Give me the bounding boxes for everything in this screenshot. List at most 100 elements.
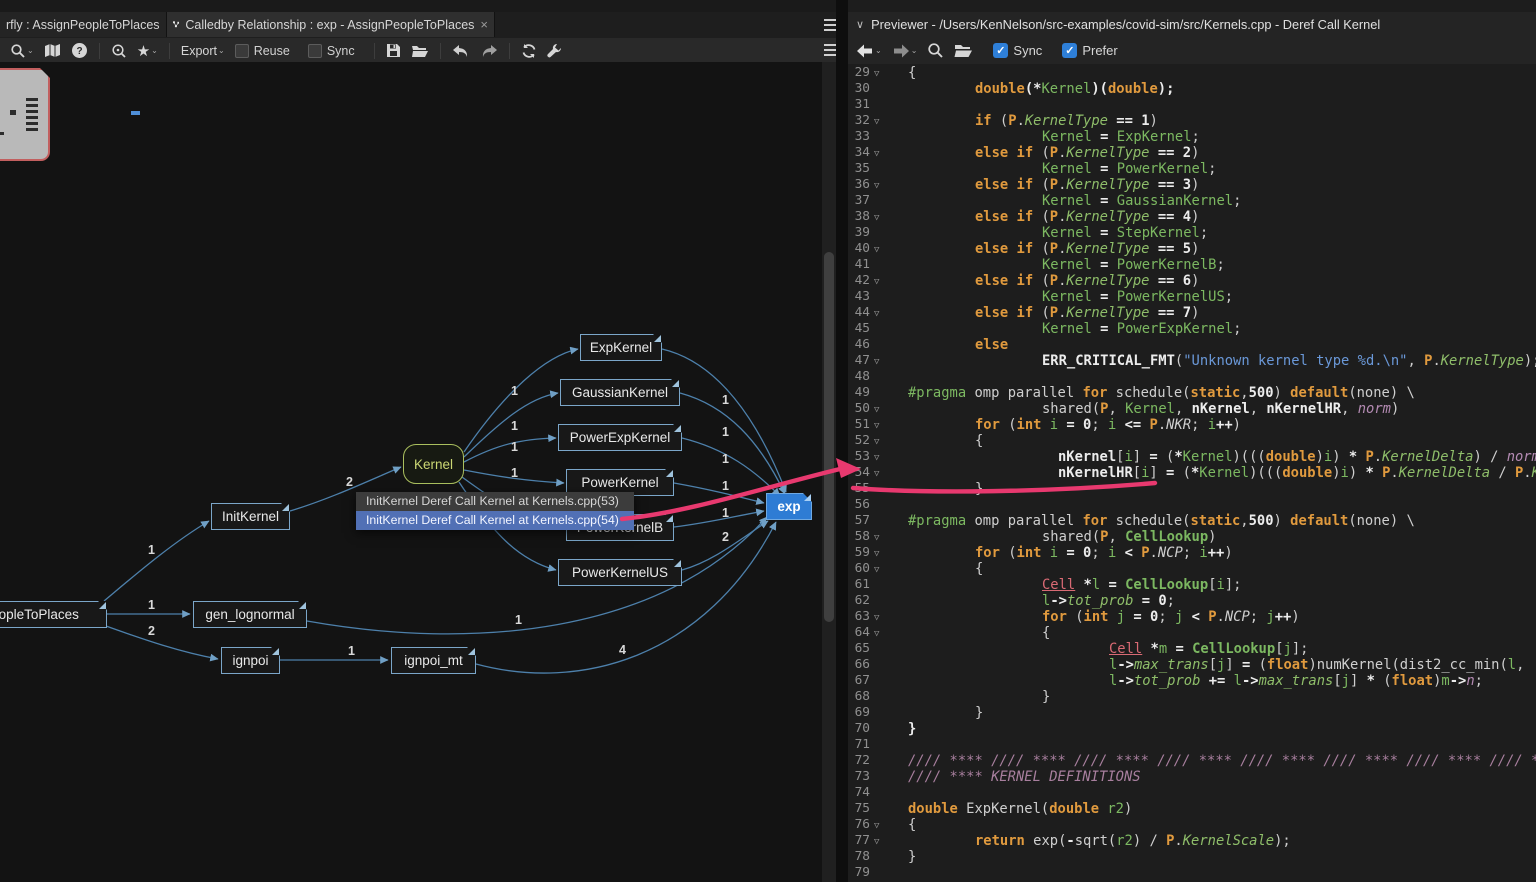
fold-arrow-icon[interactable]: ▽ — [874, 549, 880, 559]
graph-node-PowerExpKernel[interactable]: PowerExpKernel — [558, 424, 682, 451]
back-button[interactable]: ⌄ — [856, 44, 882, 58]
call-edge — [306, 516, 768, 635]
graph-node-PowerKernelUS[interactable]: PowerKernelUS — [558, 559, 682, 586]
edge-count-label: 1 — [722, 506, 729, 520]
reuse-checkbox[interactable]: Reuse — [234, 43, 298, 58]
code-line: 68} — [848, 689, 1536, 705]
open-folder-icon[interactable] — [411, 44, 429, 58]
code-line: 36▽else if (P.KernelType == 3) — [848, 177, 1536, 193]
graph-node-PeopleToPlaces[interactable]: PeopleToPlaces — [0, 601, 107, 628]
fold-arrow-icon[interactable]: ▽ — [874, 181, 880, 191]
code-line: 54▽nKernelHR[i] = (*Kernel)(((double)i) … — [848, 465, 1536, 481]
fold-arrow-icon[interactable]: ▽ — [874, 357, 880, 367]
line-number: 52 — [854, 433, 870, 448]
open-folder-icon[interactable] — [954, 43, 973, 58]
code-text: l->max_trans[j] = (float)numKernel(dist2… — [1109, 657, 1525, 673]
fold-arrow-icon[interactable]: ▽ — [874, 821, 880, 831]
fold-arrow-icon[interactable]: ▽ — [874, 533, 880, 543]
call-edge — [103, 520, 210, 602]
graph-panel: rfly : AssignPeopleToPlaces × Calledby R… — [0, 12, 848, 882]
search-icon[interactable]: ⌄ — [10, 43, 34, 59]
tooltip-row[interactable]: InitKernel Deref Call Kernel at Kernels.… — [356, 492, 634, 511]
fold-arrow-icon[interactable]: ▽ — [874, 309, 880, 319]
minimap-handle[interactable] — [131, 111, 140, 115]
graph-node-Kernel[interactable]: Kernel — [403, 444, 464, 484]
fold-arrow-icon[interactable]: ▽ — [874, 469, 880, 479]
sync-checkbox[interactable]: ✓ Sync — [983, 43, 1042, 58]
graph-node-ignpoi_mt[interactable]: ignpoi_mt — [391, 647, 476, 674]
favorites-star-icon[interactable]: ★⌄ — [136, 42, 158, 60]
graph-node-ExpKernel[interactable]: ExpKernel — [580, 334, 662, 361]
line-number: 53 — [854, 449, 870, 464]
line-number: 64 — [854, 625, 870, 640]
fold-arrow-icon[interactable]: ▽ — [874, 149, 880, 159]
fold-arrow-icon[interactable]: ▽ — [874, 837, 880, 847]
checkbox-icon — [234, 43, 249, 58]
graph-node-GaussianKernel[interactable]: GaussianKernel — [560, 379, 680, 406]
edge-count-label: 2 — [722, 530, 729, 544]
menu-icon[interactable] — [824, 19, 840, 31]
fold-arrow-icon[interactable]: ▽ — [874, 437, 880, 447]
fold-arrow-icon[interactable]: ▽ — [874, 277, 880, 287]
undo-icon[interactable] — [452, 44, 470, 58]
redo-icon[interactable] — [480, 44, 498, 58]
code-line: 78} — [848, 849, 1536, 865]
graph-scrollbar[interactable] — [822, 62, 836, 882]
code-text: else if (P.KernelType == 2) — [975, 145, 1200, 161]
relationship-graph-icon — [173, 21, 180, 28]
menu-icon[interactable] — [824, 44, 840, 56]
edge-count-label: 1 — [511, 419, 518, 433]
tab-calledby-relationship[interactable]: Calledby Relationship : exp - AssignPeop… — [167, 12, 495, 37]
fold-arrow-icon[interactable]: ▽ — [874, 565, 880, 575]
tooltip-row[interactable]: InitKernel Deref Call Kernel at Kernels.… — [356, 511, 634, 530]
edge-count-label: 1 — [515, 613, 522, 627]
fold-arrow-icon[interactable]: ▽ — [874, 421, 880, 431]
fold-arrow-icon[interactable]: ▽ — [874, 453, 880, 463]
code-text: { — [908, 65, 917, 81]
panel-divider[interactable] — [836, 0, 848, 882]
close-icon[interactable]: × — [166, 17, 167, 32]
graph-node-exp[interactable]: exp — [766, 493, 812, 520]
map-icon[interactable] — [44, 43, 61, 58]
save-icon[interactable] — [386, 43, 401, 58]
fold-arrow-icon[interactable]: ▽ — [874, 69, 880, 79]
collapse-chevron-icon[interactable]: ∨ — [856, 19, 865, 31]
code-text: Kernel = PowerKernelB; — [1042, 257, 1225, 273]
fold-arrow-icon[interactable]: ▽ — [874, 213, 880, 223]
scrollbar-thumb[interactable] — [824, 252, 834, 622]
graph-node-gen_lognormal[interactable]: gen_lognormal — [193, 601, 307, 628]
line-number: 47 — [854, 353, 870, 368]
edge-count-label: 1 — [722, 393, 729, 407]
graph-overview-minimap[interactable] — [0, 68, 50, 161]
tab-butterfly[interactable]: rfly : AssignPeopleToPlaces × — [0, 12, 167, 37]
line-number: 44 — [854, 305, 870, 320]
export-button[interactable]: Export⌄ — [180, 43, 225, 58]
zoom-search-icon[interactable] — [111, 43, 127, 59]
search-icon[interactable] — [927, 42, 944, 59]
fold-arrow-icon[interactable]: ▽ — [874, 405, 880, 415]
help-icon[interactable]: ? — [71, 42, 88, 59]
fold-arrow-icon[interactable]: ▽ — [874, 245, 880, 255]
line-number: 55 — [854, 481, 870, 496]
line-number: 33 — [854, 129, 870, 144]
fold-arrow-icon[interactable]: ▽ — [874, 613, 880, 623]
code-text: Kernel = ExpKernel; — [1042, 129, 1200, 145]
wrench-icon[interactable] — [547, 43, 562, 58]
fold-arrow-icon[interactable]: ▽ — [874, 117, 880, 127]
code-text: else if (P.KernelType == 5) — [975, 241, 1200, 257]
graph-node-ignpoi[interactable]: ignpoi — [221, 647, 280, 674]
graph-node-InitKernel[interactable]: InitKernel — [211, 503, 290, 530]
line-number: 74 — [854, 785, 870, 800]
line-number: 79 — [854, 865, 870, 880]
sync-checkbox[interactable]: Sync — [307, 43, 363, 58]
fold-arrow-icon[interactable]: ▽ — [874, 629, 880, 639]
refresh-icon[interactable] — [521, 43, 537, 59]
prefer-checkbox[interactable]: ✓ Prefer — [1052, 43, 1118, 58]
close-icon[interactable]: × — [480, 17, 488, 32]
node-label: exp — [777, 499, 801, 514]
forward-button[interactable]: ⌄ — [892, 44, 917, 58]
